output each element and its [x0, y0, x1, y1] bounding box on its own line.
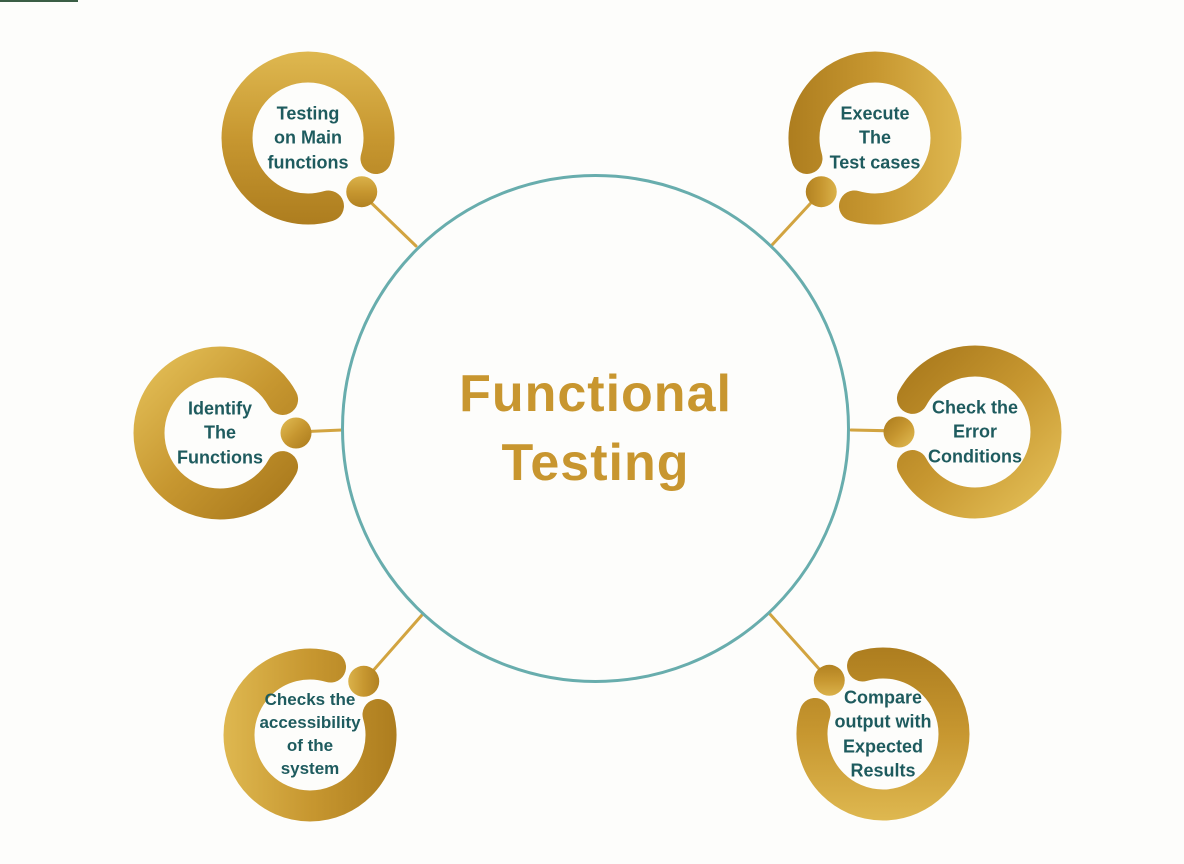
node-label: Identify The Functions	[177, 398, 263, 468]
gold-ring-icon	[796, 647, 970, 821]
connector-dot-icon	[813, 664, 845, 696]
node-label: Checks the accessibility of the system	[259, 690, 361, 778]
center-circle: Functional Testing	[341, 174, 850, 683]
top-edge-artifact	[0, 0, 78, 2]
gold-ring-icon	[223, 648, 397, 822]
diagram-title: Functional Testing	[459, 364, 732, 492]
gold-ring-icon	[133, 346, 312, 520]
connector-dot-icon	[883, 416, 915, 448]
gold-ring-icon	[788, 51, 962, 225]
connector-dot-icon	[348, 665, 380, 697]
connector-dot-icon	[805, 176, 837, 208]
node-execute-the-test-cases: Execute The Test cases	[780, 43, 970, 233]
gold-ring-icon	[883, 345, 1062, 519]
node-label: Compare output with Expected Results	[834, 687, 932, 781]
node-identify-the-functions: Identify The Functions	[125, 338, 315, 528]
node-checks-accessibility-of-system: Checks the accessibility of the system	[215, 640, 405, 830]
node-compare-output-expected-results: Compare output with Expected Results	[788, 639, 978, 829]
connector-dot-icon	[346, 176, 378, 208]
node-label: Testing on Main functions	[267, 103, 349, 173]
node-testing-on-main-functions: Testing on Main functions	[213, 43, 403, 233]
node-label: Check the Error Conditions	[928, 397, 1022, 467]
connector-dot-icon	[280, 417, 312, 449]
gold-ring-icon	[221, 51, 395, 225]
node-check-the-error-conditions: Check the Error Conditions	[880, 337, 1070, 527]
node-label: Execute The Test cases	[829, 103, 921, 173]
